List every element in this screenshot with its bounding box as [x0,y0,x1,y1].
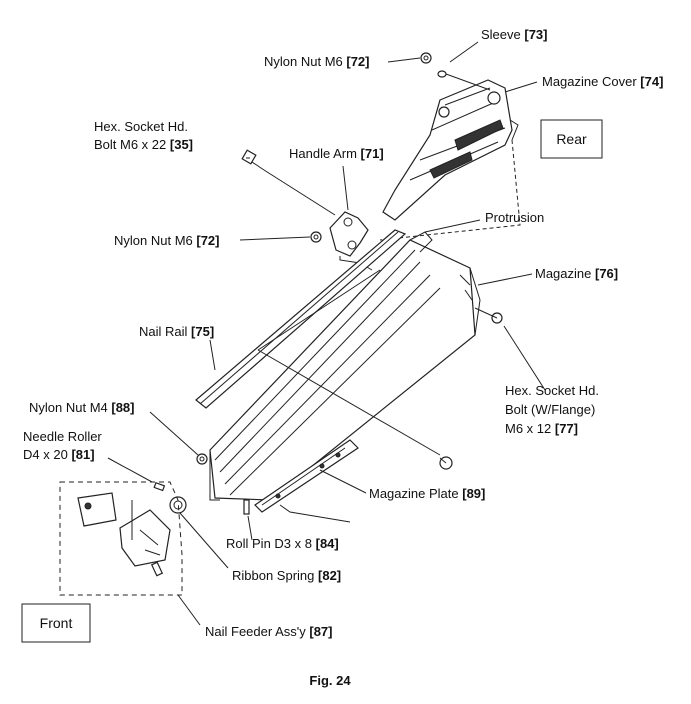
part-ref-number: [74] [640,74,663,89]
label-hex-bolt-77-l3: M6 x 12 [77] [505,421,578,436]
label-nail-rail: Nail Rail [75] [139,324,214,339]
magazine-plate-part [254,439,359,513]
part-name: Nylon Nut M6 [264,54,343,69]
nail-rail-part [195,229,407,409]
part-name: Hex. Socket Hd. [505,383,599,398]
part-ref-number: [71] [361,146,384,161]
part-name: Handle Arm [289,146,357,161]
part-ref-number: [77] [555,421,578,436]
label-magazine: Magazine [76] [535,266,618,281]
front-view-box: Front [21,603,91,643]
part-labels: Sleeve [73] Nylon Nut M6 [72] Magazine C… [23,27,663,639]
hex-bolt-77-part [439,307,503,470]
handle-arm-part [329,211,373,271]
part-name: Protrusion [485,210,544,225]
rear-label: Rear [556,131,587,147]
front-label: Front [40,615,73,631]
label-nylon-nut-mid: Nylon Nut M6 [72] [114,233,220,248]
part-ref-number: [88] [111,400,134,415]
magazine-cover-part [382,79,519,221]
magazine-part [209,231,481,501]
part-name: Nail Feeder Ass'y [205,624,306,639]
part-name: Sleeve [481,27,521,42]
nail-feeder-part [59,481,183,596]
nylon-nut-mid-part [310,231,322,243]
figure-caption: Fig. 24 [309,673,351,688]
label-magazine-cover: Magazine Cover [74] [542,74,663,89]
part-name: Hex. Socket Hd. [94,119,188,134]
roll-pin-part [243,499,250,515]
part-name: Roll Pin D3 x 8 [226,536,312,551]
part-name: Needle Roller [23,429,102,444]
part-ref-number: [73] [524,27,547,42]
part-ref-number: [89] [462,486,485,501]
label-needle-roller-l1: Needle Roller [23,429,102,444]
part-name: D4 x 20 [23,447,68,462]
needle-roller-part [153,481,166,492]
part-ref-number: [81] [71,447,94,462]
part-ref-number: [72] [196,233,219,248]
part-ref-number: [82] [318,568,341,583]
label-magazine-plate: Magazine Plate [89] [369,486,485,501]
part-ref-number: [35] [170,137,193,152]
ribbon-spring-part [169,496,187,514]
label-needle-roller-l2: D4 x 20 [81] [23,447,95,462]
label-nail-feeder: Nail Feeder Ass'y [87] [205,624,333,639]
part-name: Magazine Cover [542,74,637,89]
label-protrusion: Protrusion [485,210,544,225]
part-ref-number: [87] [309,624,332,639]
label-hex-bolt-35-l1: Hex. Socket Hd. [94,119,188,134]
leader-lines [107,41,546,626]
part-name: Bolt M6 x 22 [94,137,166,152]
part-name: Magazine [535,266,591,281]
label-hex-bolt-77-l2: Bolt (W/Flange) [505,402,595,417]
part-name: Magazine Plate [369,486,459,501]
part-ref-number: [72] [346,54,369,69]
label-hex-bolt-35-l2: Bolt M6 x 22 [35] [94,137,193,152]
part-ref-number: [75] [191,324,214,339]
label-nylon-nut-top: Nylon Nut M6 [72] [264,54,370,69]
rear-view-box: Rear [540,119,603,159]
part-ref-number: [76] [595,266,618,281]
nylon-nut-m4-part [196,453,208,465]
part-name: M6 x 12 [505,421,551,436]
label-ribbon-spring: Ribbon Spring [82] [232,568,341,583]
part-name: Nylon Nut M4 [29,400,108,415]
label-hex-bolt-77-l1: Hex. Socket Hd. [505,383,599,398]
part-name: Nail Rail [139,324,188,339]
part-name: Bolt (W/Flange) [505,402,595,417]
label-nylon-nut-m4: Nylon Nut M4 [88] [29,400,135,415]
part-name: Ribbon Spring [232,568,314,583]
label-sleeve: Sleeve [73] [481,27,548,42]
nylon-nut-top-part [420,52,432,64]
label-handle-arm: Handle Arm [71] [289,146,384,161]
part-ref-number: [84] [316,536,339,551]
hex-bolt-35-part [241,149,336,216]
label-roll-pin: Roll Pin D3 x 8 [84] [226,536,339,551]
part-name: Nylon Nut M6 [114,233,193,248]
sleeve-part [437,70,491,91]
